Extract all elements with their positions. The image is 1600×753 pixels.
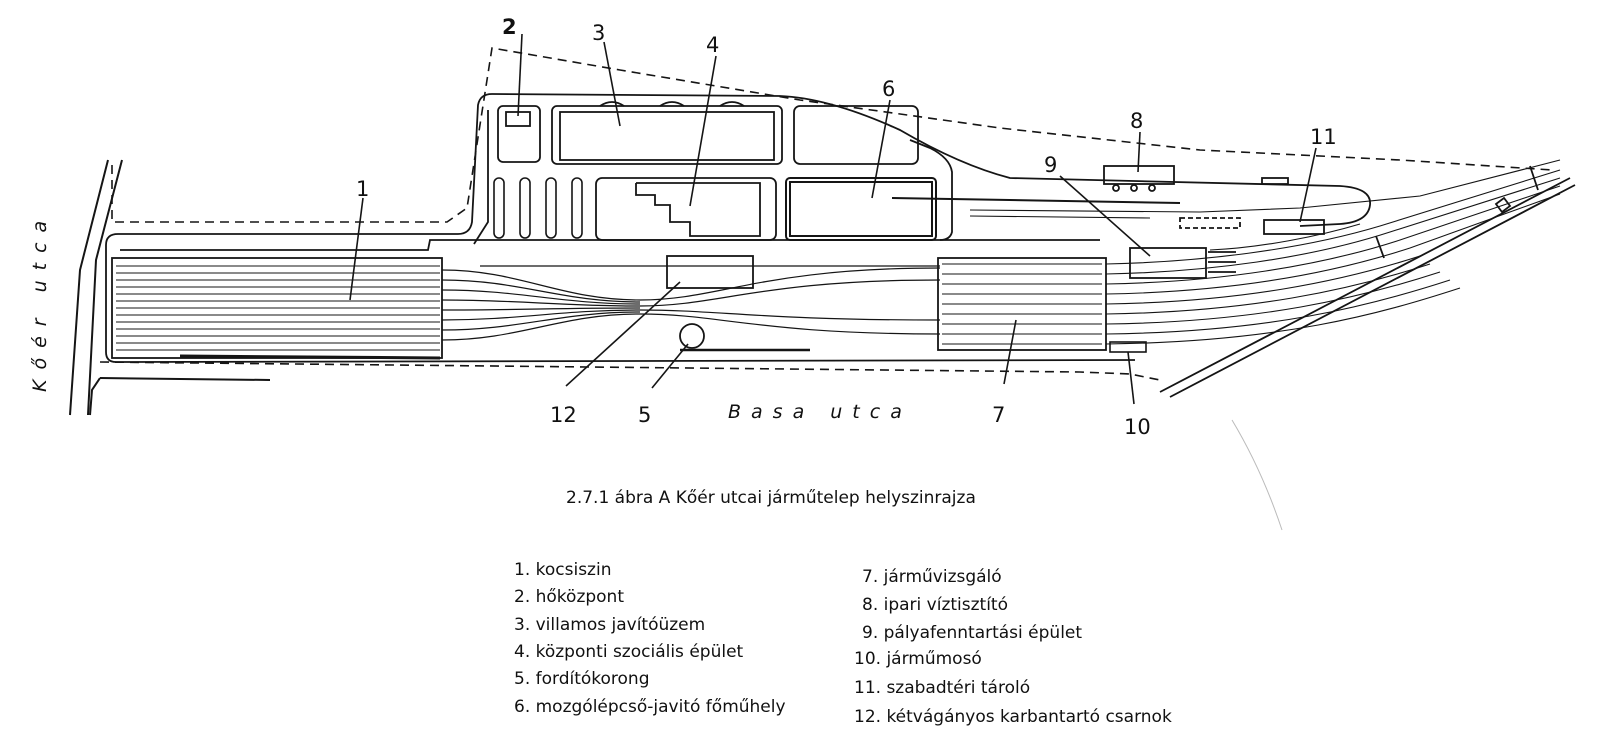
callout-11: 11 (1310, 125, 1337, 149)
track-throat-west (441, 265, 941, 352)
building-2-hokozpont (497, 105, 541, 163)
street-label-basa: Basa utca (728, 401, 912, 423)
building-3-javitouzem (551, 101, 919, 165)
perimeter-road (105, 93, 1371, 363)
building-6-fomuhely (785, 177, 1181, 241)
parking-stalls (493, 177, 583, 239)
callout-6: 6 (882, 77, 895, 101)
callout-8: 8 (1130, 109, 1143, 133)
legend-item: 3. villamos javítóüzem (514, 615, 705, 635)
legend-item: 2. hőközpont (514, 587, 624, 607)
legend-item: 7. járművizsgáló (862, 567, 1002, 587)
legend-item: 12. kétvágányos karbantartó csarnok (854, 707, 1172, 727)
callout-2: 2 (502, 15, 517, 39)
callout-5: 5 (638, 403, 651, 427)
basa-utca-road (1159, 165, 1576, 398)
callout-7: 7 (992, 403, 1005, 427)
legend: 1. kocsiszin 2. hőközpont 3. villamos ja… (514, 560, 1172, 727)
figure-caption: 2.7.1 ábra A Kőér utcai járműtelep helys… (566, 488, 976, 508)
callout-9: 9 (1044, 153, 1057, 177)
callout-1: 1 (356, 177, 369, 201)
track-throat-east (969, 159, 1561, 345)
track-bundle-kocsiszin (111, 257, 443, 360)
callout-12: 12 (550, 403, 577, 427)
property-boundary (99, 47, 1553, 381)
building-5-forditokorong (679, 323, 705, 349)
legend-item: 9. pályafenntartási épület (862, 623, 1082, 643)
legend-item: 6. mozgólépcső-javitó főműhely (514, 697, 786, 717)
legend-item: 1. kocsiszin (514, 560, 611, 580)
legend-item: 11. szabadtéri tároló (854, 678, 1030, 698)
legend-item: 5. fordítókorong (514, 669, 650, 689)
legend-item: 10. járműmosó (854, 649, 982, 669)
legend-item: 8. ipari víztisztító (862, 595, 1008, 615)
building-7-jarmuvizsgalo (937, 257, 1107, 351)
leader-lines (349, 33, 1317, 405)
building-8-viztisztito (1103, 165, 1289, 192)
street-label-koer: Kőér utca (29, 211, 51, 392)
callout-numbers: 1 2 3 4 5 6 7 8 9 10 11 12 (356, 15, 1337, 439)
callout-4: 4 (706, 33, 719, 57)
building-12-csarnok (666, 255, 754, 289)
koer-utca-road (69, 159, 271, 416)
callout-10: 10 (1124, 415, 1151, 439)
legend-item: 4. központi szociális épület (514, 642, 744, 662)
building-4-szocialis (595, 177, 777, 241)
scan-artifact-arc (1231, 419, 1283, 531)
callout-3: 3 (592, 21, 605, 45)
building-11-tarolo (1179, 217, 1325, 235)
